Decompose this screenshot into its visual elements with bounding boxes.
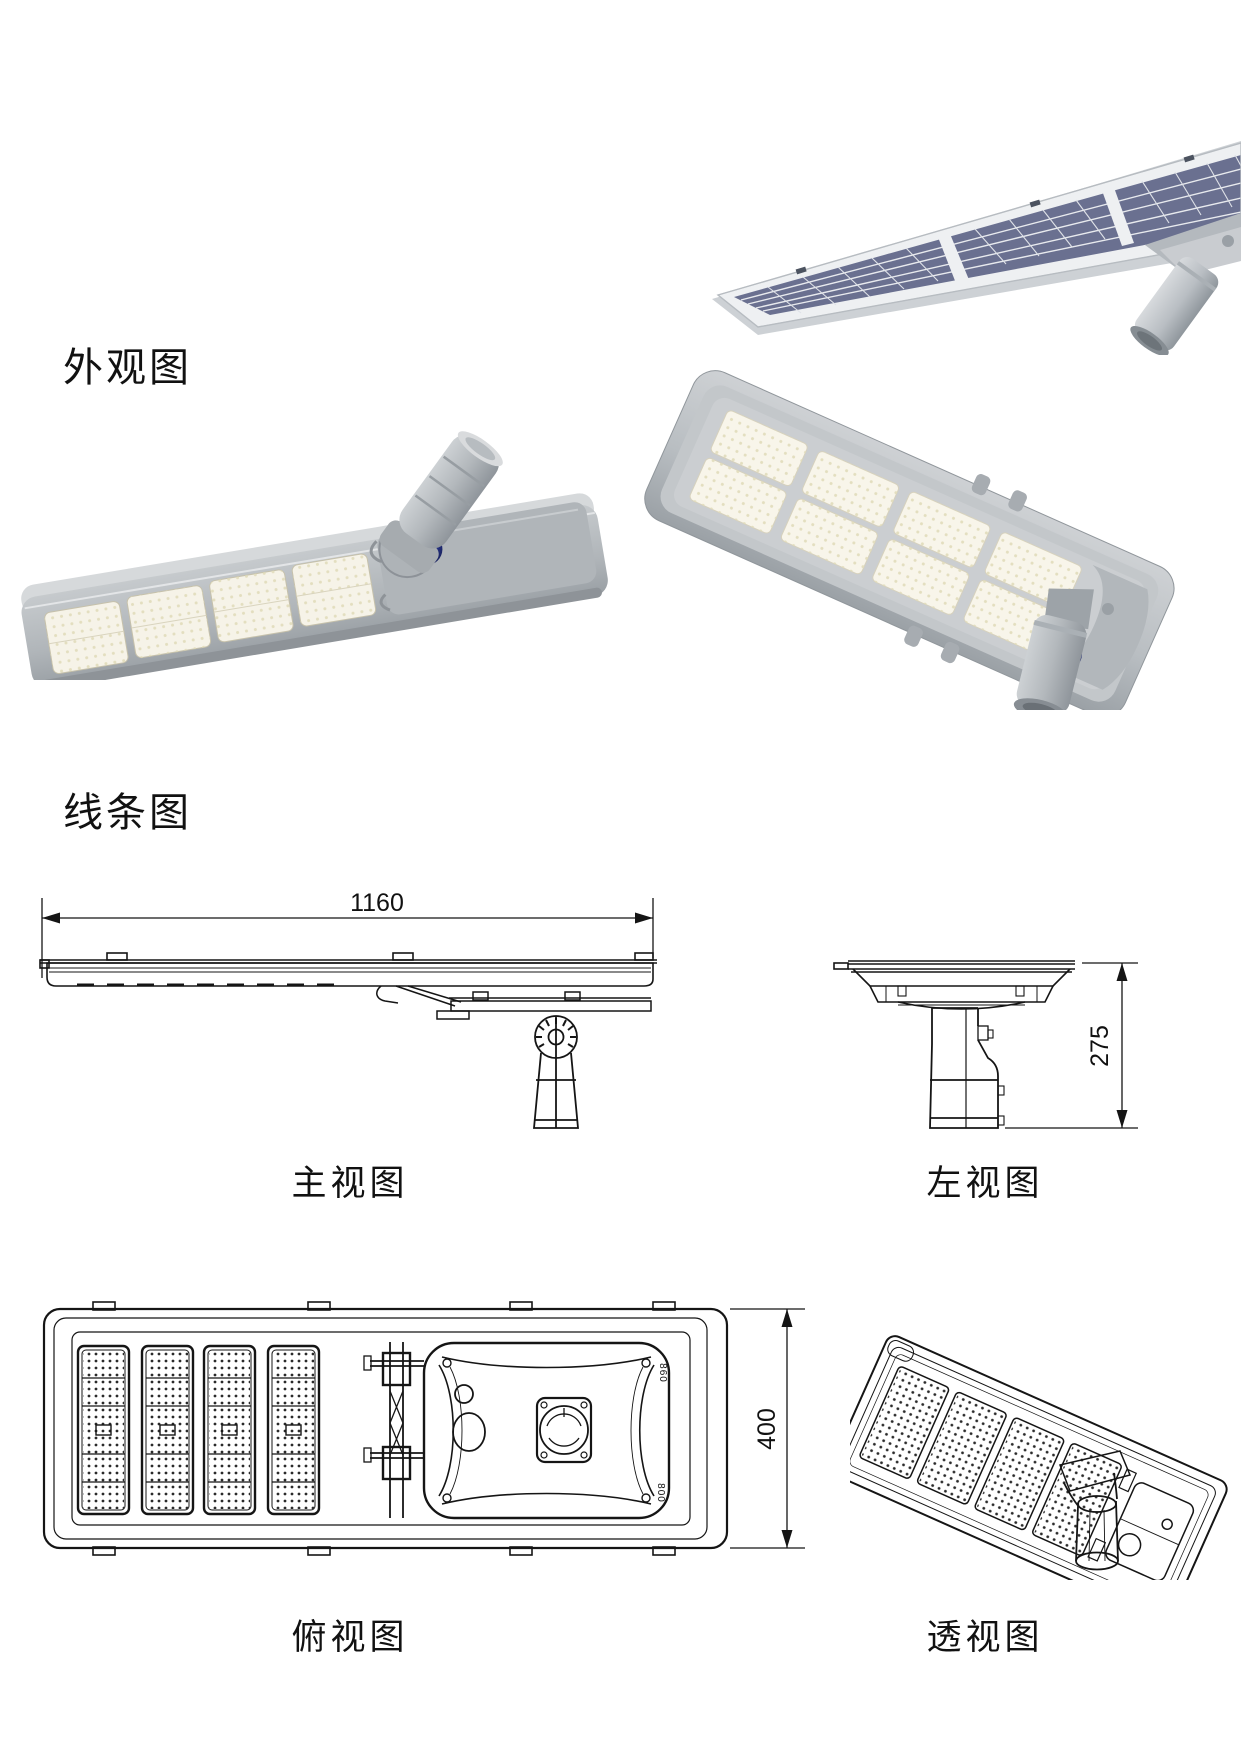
- perspective-bracket: [1087, 1468, 1195, 1580]
- perspective-led-panels: [859, 1366, 1122, 1556]
- dim-arrow-bottom: [781, 1530, 793, 1548]
- dim-arrow-top: [781, 1309, 793, 1327]
- top-view-housing: [42, 1301, 729, 1556]
- front-bracket: [376, 985, 652, 1020]
- mounting-arm: [378, 431, 503, 579]
- solar-panel-photo: [712, 141, 1241, 355]
- lamp-body-left-render: [21, 493, 608, 680]
- pole-socket: [1013, 588, 1094, 710]
- dim-arrow-right: [635, 912, 653, 924]
- top-view-led-modules: [76, 1344, 321, 1516]
- appearance-render-right: [644, 370, 1175, 710]
- section-title-appearance: 外观图: [63, 346, 192, 390]
- top-view-bracket-plate: [422, 1341, 671, 1520]
- top-view-brace: [363, 1342, 424, 1518]
- perspective-view-drawing: [850, 1335, 1228, 1580]
- label-front-view: 主视图: [291, 1164, 409, 1203]
- lamp-body-right-render: [644, 370, 1175, 710]
- label-left-view: 左视图: [926, 1164, 1044, 1203]
- left-view-drawing: 275: [833, 960, 1138, 1129]
- perspective-body: [850, 1335, 1228, 1580]
- dim-arrow-left: [42, 912, 60, 924]
- label-perspective-view: 透视图: [926, 1618, 1044, 1657]
- clamp-hooks: [904, 474, 1027, 664]
- lamp-profile: [39, 952, 657, 987]
- left-view-body: [833, 960, 1075, 1010]
- dim-width-value: 1160: [350, 889, 404, 917]
- label-top-view: 俯视图: [291, 1618, 409, 1657]
- solar-cells: [734, 154, 1241, 315]
- rotation-joint: [534, 1015, 578, 1059]
- left-view-pole: [929, 1007, 1005, 1129]
- top-view-drawing: 860 800 400: [42, 1301, 805, 1556]
- plate-marking-bottom: 800: [655, 1483, 666, 1503]
- plate-marking-top: 860: [657, 1363, 668, 1383]
- section-title-line-drawing: 线条图: [63, 791, 192, 835]
- dim-arrow-bottom: [1116, 1110, 1128, 1128]
- panel-clips: [795, 154, 1195, 275]
- appearance-render-left: [21, 431, 608, 680]
- panel-frame-outline: [716, 142, 1241, 328]
- front-view-drawing: 1160: [39, 889, 657, 1129]
- photo-mounting-pole: [1130, 213, 1241, 355]
- dim-height-value: 275: [1086, 1025, 1114, 1067]
- dim-arrow-top: [1116, 963, 1128, 981]
- perspective-pole: [1058, 1450, 1132, 1571]
- led-panels: [44, 553, 377, 674]
- dim-depth-value: 400: [753, 1408, 781, 1450]
- front-pole: [533, 1052, 579, 1129]
